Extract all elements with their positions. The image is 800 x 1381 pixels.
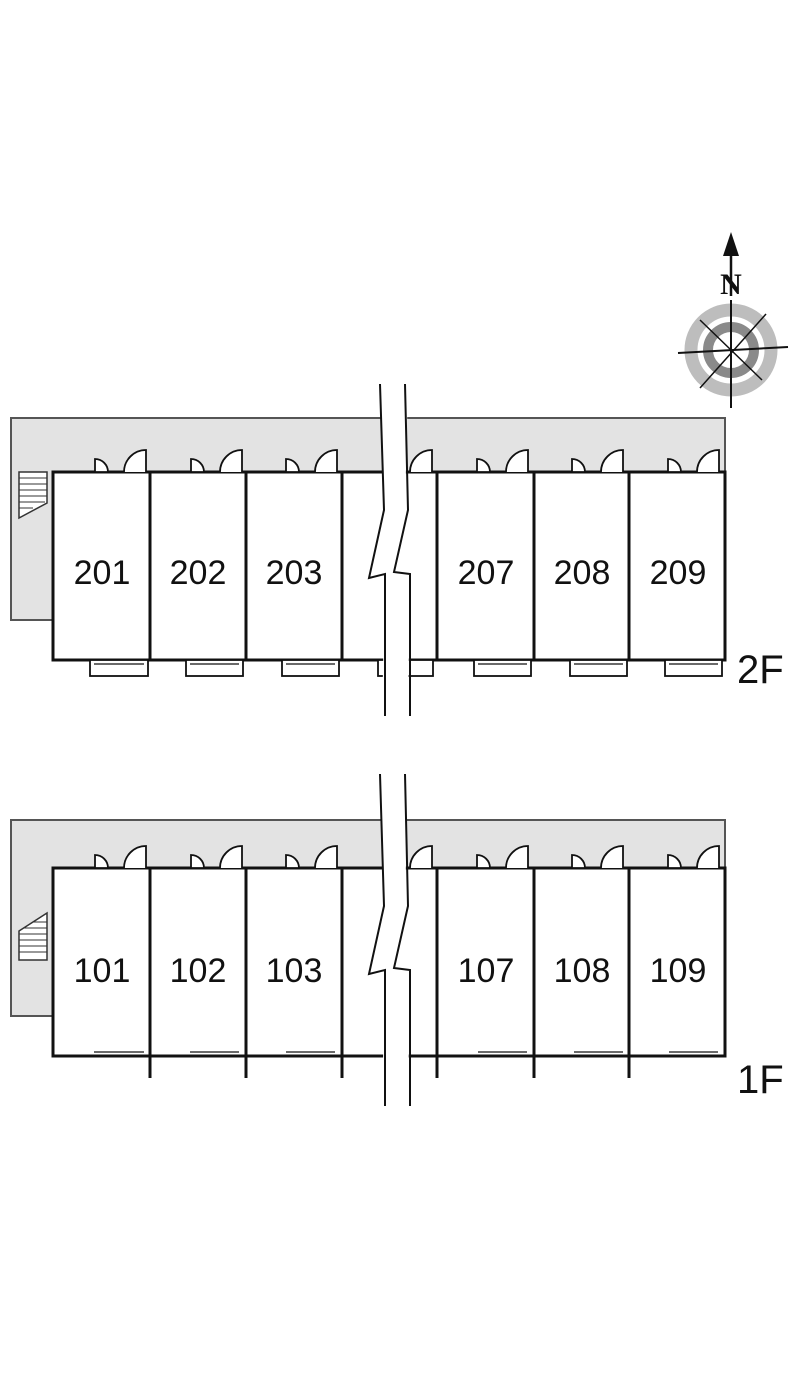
door-icon — [285, 458, 300, 473]
break-symbol — [367, 773, 411, 1106]
balcony — [89, 659, 149, 677]
break-symbol — [367, 383, 411, 716]
door-icon — [476, 854, 491, 869]
unit-label: 107 — [458, 952, 515, 990]
compass-north-label: N — [720, 268, 742, 301]
door-icon — [696, 845, 720, 869]
door-icon — [219, 449, 243, 473]
unit-label: 201 — [74, 554, 131, 592]
door-icon — [476, 458, 491, 473]
door-icon — [409, 449, 433, 473]
balcony — [185, 659, 244, 677]
door-icon — [696, 449, 720, 473]
door-icon — [314, 845, 338, 869]
balcony — [281, 659, 340, 677]
unit-label: 208 — [554, 554, 611, 592]
balcony — [664, 659, 723, 677]
floor-label: 1F — [737, 1058, 784, 1102]
unit-label: 101 — [74, 952, 131, 990]
door-icon — [505, 845, 529, 869]
door-icon — [314, 449, 338, 473]
door-icon — [600, 449, 624, 473]
door-icon — [600, 845, 624, 869]
door-icon — [123, 449, 147, 473]
balcony — [569, 659, 628, 677]
door-icon — [219, 845, 243, 869]
floor-2f: 201 202 203 207 208 209 2F — [10, 383, 784, 716]
staircase-2f — [18, 471, 48, 520]
unit-label: 102 — [170, 952, 227, 990]
unit-label: 207 — [458, 554, 515, 592]
unit-label: 109 — [650, 952, 707, 990]
door-icon — [505, 449, 529, 473]
unit-label: 203 — [266, 554, 323, 592]
unit-label: 209 — [650, 554, 707, 592]
door-icon — [190, 458, 205, 473]
door-icon — [667, 854, 682, 869]
door-icon — [667, 458, 682, 473]
door-icon — [123, 845, 147, 869]
door-icon — [190, 854, 205, 869]
door-icon — [571, 458, 586, 473]
floor-1f: 101 102 103 107 108 109 1F — [10, 773, 784, 1106]
door-icon — [285, 854, 300, 869]
compass-rose-icon: N — [677, 232, 789, 408]
unit-label: 103 — [266, 952, 323, 990]
unit-label: 202 — [170, 554, 227, 592]
door-icon — [94, 458, 109, 473]
door-icon — [94, 854, 109, 869]
unit-label: 108 — [554, 952, 611, 990]
balcony — [473, 659, 532, 677]
door-icon — [571, 854, 586, 869]
floor-label: 2F — [737, 648, 784, 692]
staircase-1f — [18, 911, 48, 961]
door-icon — [409, 845, 433, 869]
